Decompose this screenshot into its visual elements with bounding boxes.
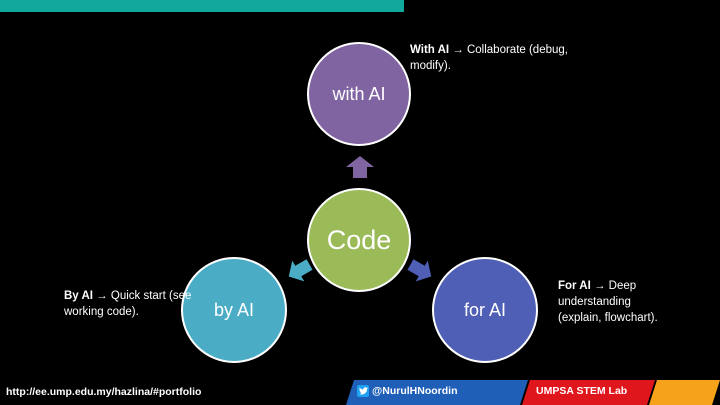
with-ai-circle: with AI: [307, 42, 411, 146]
code-circle: Code: [307, 188, 411, 292]
twitter-icon: [357, 385, 369, 397]
by-ai-label: by AI: [213, 299, 255, 320]
twitter-handle[interactable]: @NurulHNoordin: [357, 385, 457, 397]
arrow-down-right-icon: [407, 259, 432, 282]
for-ai-label: for AI: [463, 299, 507, 320]
arrow-down-left-icon: [288, 259, 313, 282]
with-ai-label: with AI: [332, 83, 386, 104]
twitter-handle-text: @NurulHNoordin: [372, 385, 458, 397]
with-ai-caption: With AI → Collaborate (debug, modify).: [410, 44, 568, 72]
code-label: Code: [326, 224, 392, 255]
for-ai-caption: For AI → Deep understanding (explain, fl…: [558, 280, 658, 324]
by-ai-caption: By AI → Quick start (see working code).: [64, 290, 192, 318]
for-ai-circle: for AI: [432, 257, 538, 363]
by-ai-circle: by AI: [181, 257, 287, 363]
top-accent-bar: [0, 0, 404, 12]
footer-url-link[interactable]: http://ee.ump.edu.my/hazlina/#portfolio: [6, 386, 202, 398]
lab-name: UMPSA STEM Lab: [536, 385, 628, 397]
arrow-up-icon: [346, 156, 374, 178]
footer-stripes: [346, 380, 720, 405]
